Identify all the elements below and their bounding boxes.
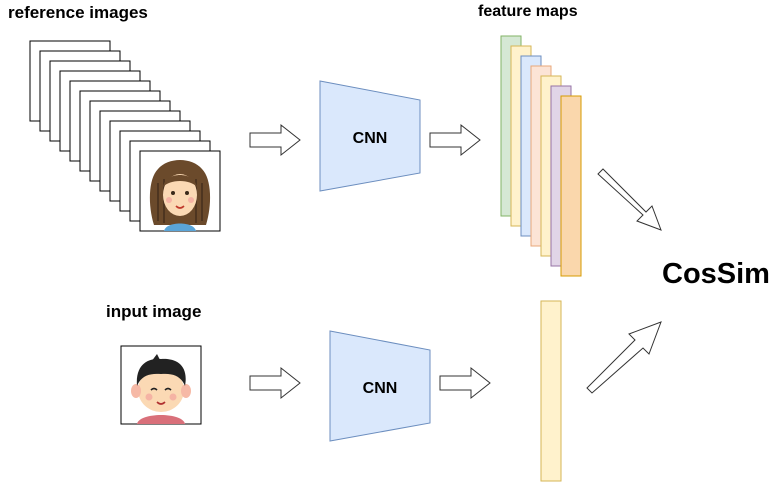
cnn-block-bottom: CNN	[329, 330, 431, 442]
cossim-label: CosSim	[662, 258, 770, 290]
reference-face-illustration	[139, 150, 221, 232]
arrow-feature-maps-to-cossim	[597, 168, 662, 231]
arrow-cnn-to-feature-maps	[429, 123, 481, 157]
reference-feature-maps	[500, 35, 582, 277]
cnn-block-top-label: CNN	[353, 130, 388, 147]
arrow-cnn-to-input-feature	[439, 366, 491, 400]
input-feature-map	[540, 300, 562, 482]
input-image-label: input image	[106, 302, 202, 321]
cnn-block-top: CNN	[319, 80, 421, 192]
arrow-input-feature-to-cossim	[586, 321, 662, 394]
arrow-ref-to-cnn	[249, 123, 301, 157]
input-face-illustration	[120, 345, 202, 425]
feature-maps-label: feature maps	[478, 3, 578, 20]
arrow-input-to-cnn	[249, 366, 301, 400]
reference-images-label: reference images	[8, 3, 148, 22]
cnn-block-bottom-label: CNN	[363, 380, 398, 397]
feature-map-7	[560, 95, 582, 277]
